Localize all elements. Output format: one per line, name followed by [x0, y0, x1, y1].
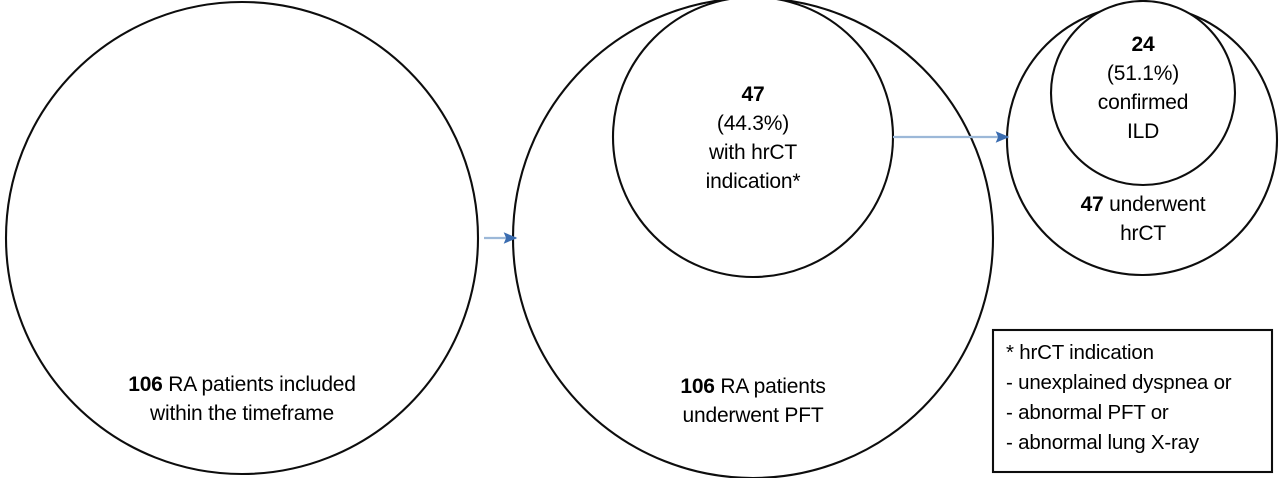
hrct-indication-legend-box: [991, 328, 1274, 474]
legend-item-0: - unexplained dyspnea or: [1006, 371, 1232, 394]
legend-item-1: - abnormal PFT or: [1006, 401, 1169, 424]
left-cohort-count: 106: [128, 373, 163, 396]
middle-cohort-line2: underwent PFT: [682, 404, 824, 427]
hrct-indication-legend-content: * hrCT indication - unexplained dyspnea …: [1006, 338, 1268, 458]
confirmed-ild-label: 24 (51.1%) confirmed ILD: [1043, 30, 1243, 146]
hrct-indication-line4: indication*: [705, 170, 801, 193]
hrct-indication-label: 47 (44.3%) with hrCT indication*: [633, 80, 873, 196]
middle-cohort-line1: 106 RA patients: [603, 372, 903, 401]
middle-cohort-label: 106 RA patients underwent PFT: [603, 372, 903, 430]
hrct-indication-count: 47: [741, 83, 765, 106]
underwent-hrct-line1-rest: underwent: [1103, 193, 1206, 216]
confirmed-ild-line3: confirmed: [1097, 91, 1189, 114]
confirmed-ild-percent: (51.1%): [1106, 62, 1180, 85]
left-cohort-line1-rest: RA patients included: [162, 373, 356, 396]
underwent-hrct-count: 47: [1080, 193, 1104, 216]
confirmed-ild-line4: ILD: [1126, 120, 1160, 143]
left-cohort-label: 106 RA patients included within the time…: [42, 370, 442, 428]
left-cohort-circle: [4, 0, 480, 476]
middle-cohort-count: 106: [680, 375, 715, 398]
legend-title: * hrCT indication: [1006, 341, 1154, 364]
confirmed-ild-count: 24: [1131, 33, 1155, 56]
underwent-hrct-line2: hrCT: [1120, 222, 1166, 245]
middle-cohort-line1-rest: RA patients: [714, 375, 826, 398]
confirmed-ild-circle: [1049, 0, 1237, 187]
hrct-indication-percent: (44.3%): [716, 112, 790, 135]
left-cohort-line2: within the timeframe: [150, 402, 334, 425]
left-cohort-line1: 106 RA patients included: [42, 370, 442, 399]
legend-item-2: - abnormal lung X-ray: [1006, 431, 1199, 454]
underwent-hrct-line1: 47 underwent: [1028, 190, 1258, 219]
underwent-hrct-label: 47 underwent hrCT: [1028, 190, 1258, 248]
hrct-indication-line3: with hrCT: [708, 141, 798, 164]
